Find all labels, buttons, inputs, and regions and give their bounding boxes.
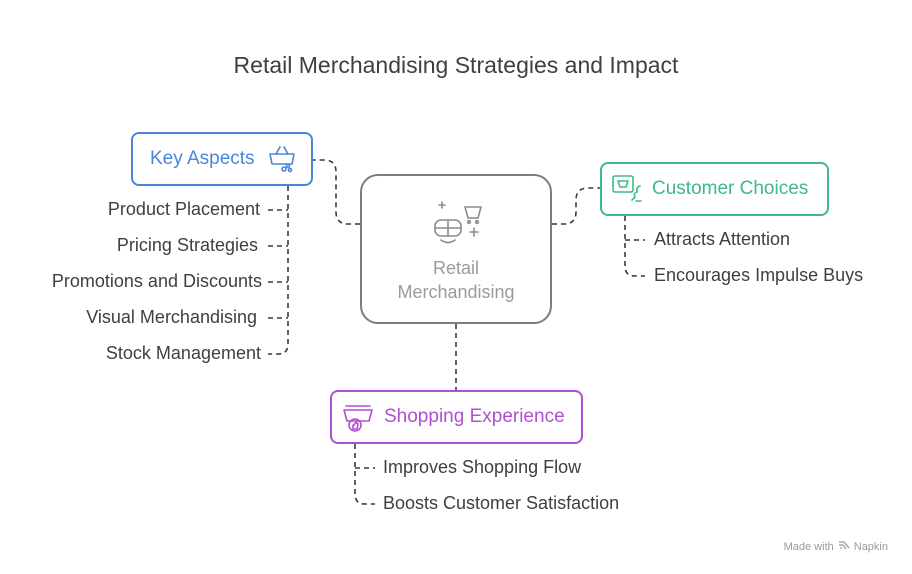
connector-center-key-aspects <box>313 159 360 225</box>
napkin-brand: Napkin <box>853 540 888 553</box>
bracket-key-aspects <box>268 186 289 355</box>
napkin-watermark: Made with Napkin <box>784 539 888 554</box>
made-with-text: Made with <box>783 540 834 553</box>
list-item: Pricing Strategies <box>116 235 258 255</box>
connector-center-customer-choices <box>552 187 600 225</box>
retail-merchandising-node: Retail Merchandising <box>360 174 552 324</box>
shopping-experience-label: Shopping Experience <box>384 406 565 427</box>
list-item: Promotions and Discounts <box>51 271 262 291</box>
key-aspects-node: Key Aspects <box>131 132 313 186</box>
customer-choices-label: Customer Choices <box>652 178 809 199</box>
basket-icon <box>267 144 297 174</box>
center-label-line2: Merchandising <box>397 282 515 302</box>
bracket-shopping-experience <box>354 444 375 505</box>
napkin-logo-icon <box>838 539 850 554</box>
list-item: Product Placement <box>107 199 260 219</box>
list-item: Attracts Attention <box>654 229 791 249</box>
shopping-experience-node: Shopping Experience <box>330 390 583 444</box>
list-item: Visual Merchandising <box>86 307 257 327</box>
center-label: Retail Merchandising <box>362 256 550 304</box>
customer-choices-node: Customer Choices <box>600 162 829 216</box>
cart-choice-icon <box>612 174 644 204</box>
store-vr-icon <box>434 200 482 253</box>
basket-like-icon <box>342 401 374 433</box>
list-item: Stock Management <box>105 343 261 363</box>
list-item: Improves Shopping Flow <box>383 457 582 477</box>
diagram-title: Retail Merchandising Strategies and Impa… <box>233 52 679 78</box>
bracket-customer-choices <box>624 216 645 277</box>
list-item: Encourages Impulse Buys <box>654 265 864 285</box>
center-label-line1: Retail <box>432 258 480 278</box>
key-aspects-label: Key Aspects <box>150 148 255 169</box>
list-item: Boosts Customer Satisfaction <box>383 493 620 513</box>
